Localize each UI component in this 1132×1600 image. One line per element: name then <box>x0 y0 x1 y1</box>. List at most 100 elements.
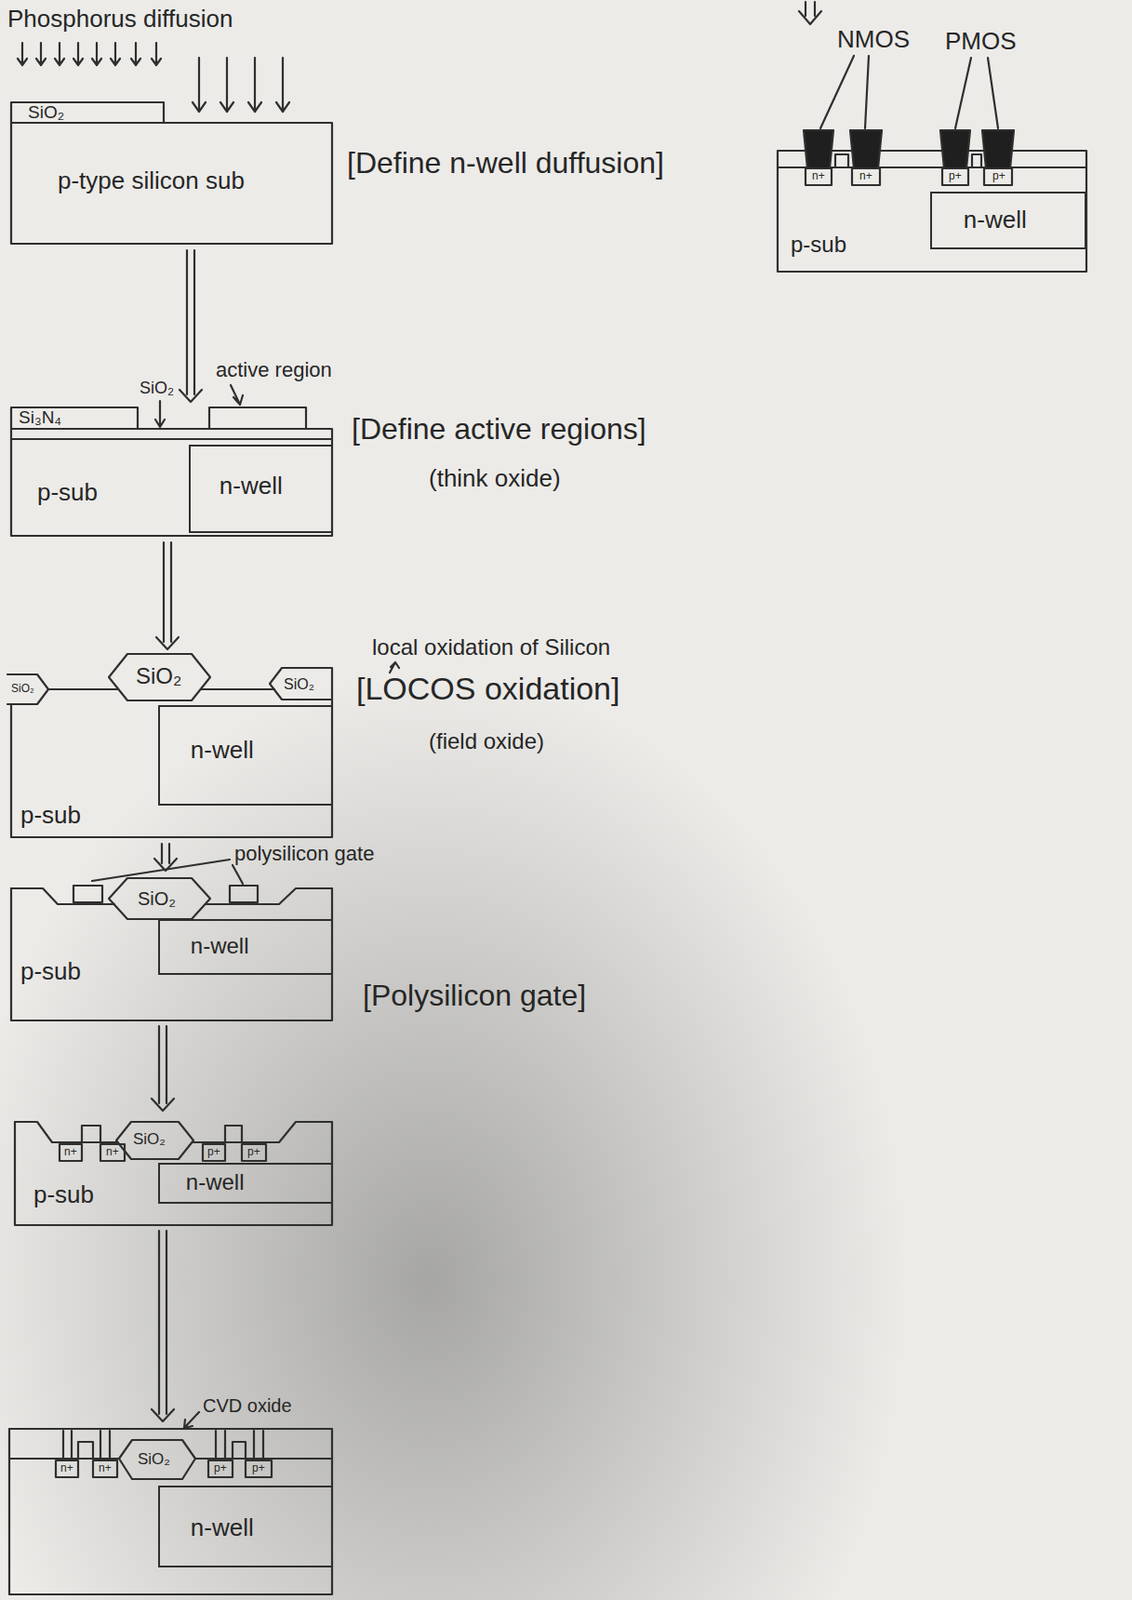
diffusion-region <box>942 168 969 186</box>
diffusion-region <box>805 168 832 186</box>
flow-arrow-stroke <box>162 542 165 642</box>
material-label: p+ <box>247 1145 261 1159</box>
flow-arrow-stroke <box>151 1409 174 1422</box>
polysilicon-gate <box>972 154 982 168</box>
well-label: n-well <box>190 1514 254 1542</box>
diffusion-region <box>984 168 1013 186</box>
field-oxide <box>119 1439 196 1479</box>
cross-section-panel: SiO₂p-subn-well <box>9 872 335 1024</box>
leader-line <box>155 400 165 427</box>
well-label: n-well <box>963 206 1027 234</box>
annotation-label: [Define active regions] <box>351 412 647 446</box>
material-label: SiO₂ <box>137 1451 171 1469</box>
metal-contact <box>803 130 834 169</box>
metal-contact <box>850 130 882 169</box>
nitride-layer <box>11 407 138 429</box>
substrate-outline <box>9 1428 333 1595</box>
material-label: n+ <box>64 1145 78 1159</box>
n-well-region: n-well <box>158 705 333 806</box>
diffusion-region <box>93 1460 118 1478</box>
annotation-label: [Polysilicon gate] <box>362 979 586 1013</box>
material-label: p-sub <box>20 801 81 829</box>
diffusion-region <box>59 1144 82 1161</box>
annotation-label: active region <box>215 359 333 382</box>
metal-contact <box>982 130 1014 169</box>
polysilicon-gate <box>835 154 849 168</box>
substrate-outline <box>14 1121 333 1226</box>
annotation-label: [Define n-well duffusion] <box>346 146 665 180</box>
material-label: p+ <box>252 1462 266 1475</box>
metal-contact <box>940 130 971 169</box>
material-label: p+ <box>948 170 962 183</box>
material-label: p+ <box>207 1145 221 1159</box>
leader-line <box>230 385 243 405</box>
flow-arrow-stroke <box>165 1025 168 1104</box>
field-oxide <box>108 653 211 701</box>
material-label: n+ <box>812 170 826 183</box>
substrate-outline <box>11 428 333 536</box>
diffusion-region <box>202 1144 226 1161</box>
annotation-label: local oxidation of Silicon <box>372 635 611 660</box>
diffusion-region <box>245 1460 272 1478</box>
flow-arrow <box>151 1025 174 1111</box>
annotation-label: (think oxide) <box>428 465 561 493</box>
flow-arrow-symbol <box>799 1 822 25</box>
leader-line <box>820 55 869 129</box>
field-oxide <box>269 667 333 700</box>
material-label: p+ <box>213 1462 227 1475</box>
substrate-outline <box>11 122 333 244</box>
annotation-label: [LOCOS oxidation] <box>356 671 620 706</box>
flow-arrow-stroke <box>158 1230 160 1414</box>
diffusion-arrows <box>17 42 161 66</box>
cross-section-panel: n+n+p+p+p-subn-well <box>773 124 1091 276</box>
flow-arrow <box>154 843 177 871</box>
material-label: n+ <box>106 1145 120 1159</box>
diffusion-region <box>852 168 880 186</box>
annotation-label: polysilicon gate <box>234 842 374 866</box>
polysilicon-gate <box>78 1441 94 1459</box>
annotation-label: SiO₂ <box>139 379 174 399</box>
diffusion-region <box>55 1460 79 1478</box>
material-label: SiO₂ <box>137 888 176 909</box>
cross-section-panel: Si₃N₄p-subn-well <box>9 403 335 540</box>
cross-section-panel: n+n+SiO₂p+p+p-subn-well <box>13 1112 335 1228</box>
flow-arrow-stroke <box>170 542 173 642</box>
material-label: p-type silicon sub <box>57 167 245 195</box>
diffusion-region <box>208 1460 233 1478</box>
n-well-region: n-well <box>930 191 1087 250</box>
flow-arrow <box>179 250 202 402</box>
polysilicon-gate <box>225 1125 242 1143</box>
material-label: SiO₂ <box>11 682 35 695</box>
annotation-label: (field oxide) <box>428 729 545 754</box>
material-label: SiO₂ <box>283 676 315 693</box>
n-well-region: n-well <box>188 444 333 533</box>
field-oxide <box>14 1121 333 1143</box>
material-label: p+ <box>992 170 1006 183</box>
material-label: n+ <box>98 1462 112 1475</box>
material-label: n+ <box>859 170 873 183</box>
flow-arrow-stroke <box>179 389 202 402</box>
flow-arrow-stroke <box>168 843 171 864</box>
n-well-region: n-well <box>158 1162 333 1204</box>
flow-arrow-stroke <box>186 250 188 395</box>
cvd-oxide-layer <box>9 1427 333 1430</box>
substrate-outline <box>11 888 333 1021</box>
flow-arrow-stroke <box>160 843 163 864</box>
well-label: n-well <box>186 1170 245 1195</box>
nitride-layer <box>209 407 307 429</box>
diffusion-region <box>100 1144 125 1161</box>
flow-arrow-stroke <box>156 637 179 650</box>
flow-arrow-stroke <box>154 858 177 871</box>
polysilicon-gate <box>232 1441 246 1459</box>
leader-line <box>184 1411 200 1428</box>
flow-arrow <box>151 1230 174 1422</box>
flow-arrow-stroke <box>151 1098 174 1111</box>
substrate-outline <box>11 699 333 838</box>
diffusion-arrows <box>192 57 290 112</box>
oxide-layer <box>11 438 333 440</box>
cross-section-panel: SiO₂SiO₂SiO₂p-subn-well <box>5 651 335 841</box>
material-label: Si₃N₄ <box>18 408 62 428</box>
n-well-region: n-well <box>158 1485 333 1568</box>
n-well-region: n-well <box>158 918 333 975</box>
